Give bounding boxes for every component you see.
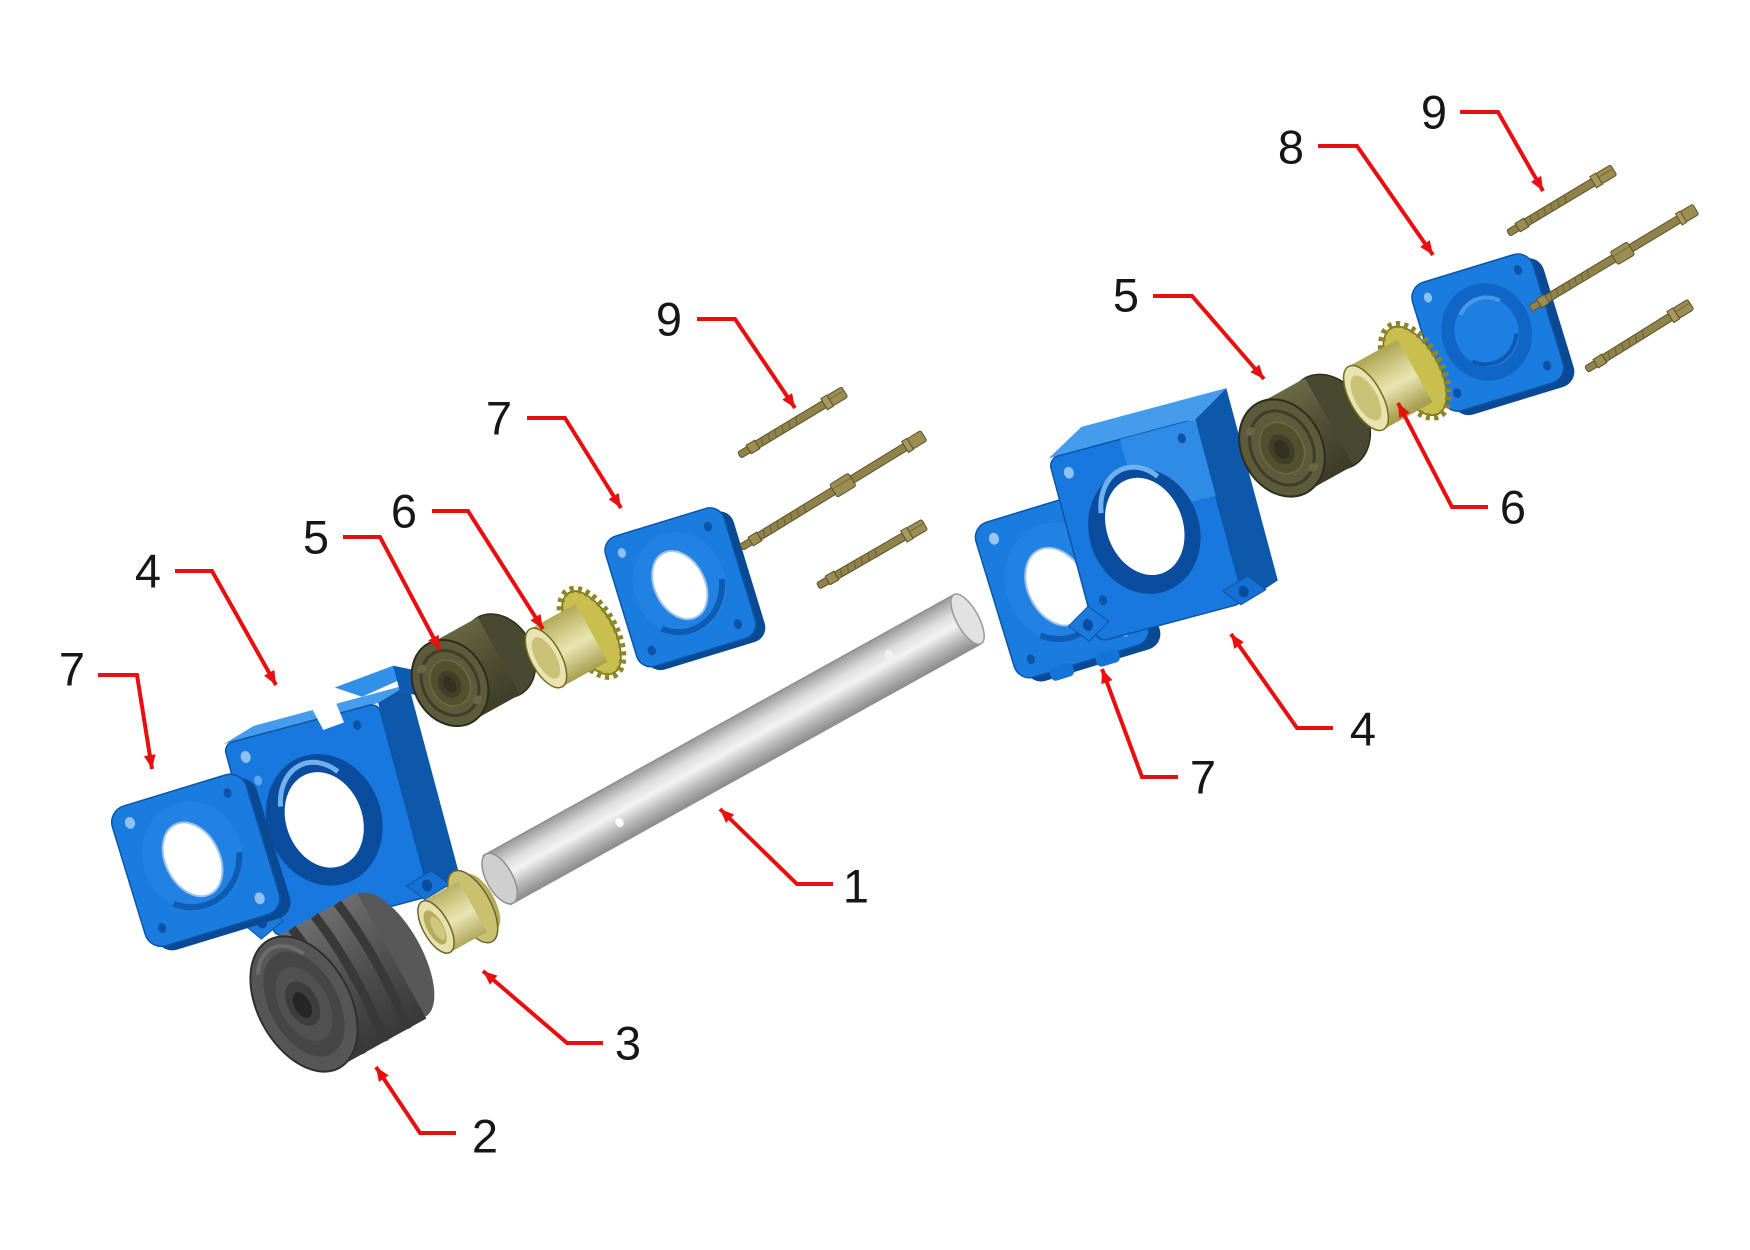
callout-left-housing: 4	[135, 545, 278, 686]
callout-middle-flange: 7	[486, 392, 623, 510]
leader-line	[98, 673, 156, 770]
left-end-flange-details	[124, 788, 265, 934]
leader-line	[175, 569, 278, 686]
shaft-bushing-body	[421, 881, 487, 953]
callout-left-end-flange: 7	[59, 643, 156, 770]
callout-end-cover-flange: 8	[1278, 121, 1435, 257]
shaft-end-far	[950, 593, 985, 645]
right-housing-details	[1063, 433, 1267, 642]
leader-line	[1100, 668, 1178, 779]
leader-line	[374, 1065, 456, 1135]
leader-line	[1229, 632, 1333, 730]
callout-middle-bolts: 9	[656, 293, 797, 410]
shaft-details	[615, 649, 894, 828]
end-cover-flange	[1411, 253, 1575, 416]
callout-label: 4	[1350, 703, 1376, 756]
right-housing	[1048, 388, 1278, 642]
middle-knurl-face	[524, 627, 568, 689]
bolt	[1526, 202, 1701, 316]
callout-left-bearing: 5	[303, 511, 442, 651]
right-knurl-face	[1342, 364, 1390, 432]
leader-line	[1318, 144, 1435, 257]
leader-line	[718, 807, 833, 886]
middle-flange	[604, 507, 766, 671]
callout-label: 4	[135, 545, 161, 598]
left-end-flange	[110, 773, 291, 951]
callout-right-housing: 4	[1229, 632, 1376, 756]
leader-line	[1396, 402, 1488, 509]
pulley-face	[249, 935, 359, 1073]
middle-knurl-body	[530, 603, 608, 687]
callout-label: 6	[391, 485, 417, 538]
leader-line	[481, 969, 603, 1045]
shaft	[481, 593, 985, 906]
middle-knurled-bushing	[524, 585, 627, 689]
right-knurled-bushing	[1342, 320, 1453, 432]
callout-label: 3	[615, 1017, 641, 1070]
callout-pulley: 2	[374, 1065, 498, 1163]
callout-right-knurled-bushing: 6	[1396, 402, 1526, 534]
end-cover-flange-details	[1423, 265, 1552, 399]
bolt	[1582, 298, 1695, 376]
callout-middle-knurled-bushing: 6	[391, 485, 545, 631]
callout-shaft: 1	[718, 807, 869, 913]
callout-label: 7	[1190, 751, 1216, 804]
leader-line	[527, 416, 623, 510]
leader-line	[1153, 294, 1266, 381]
shaft-bushing	[417, 869, 501, 954]
bolt	[735, 385, 849, 462]
right-bearing-face	[1238, 398, 1326, 498]
leader-line	[343, 535, 442, 651]
callout-label: 8	[1278, 121, 1304, 174]
middle-bolts	[735, 385, 929, 593]
leader-line	[1460, 110, 1545, 192]
callout-label: 5	[303, 511, 329, 564]
pulley	[249, 892, 435, 1073]
callout-label: 6	[1500, 481, 1526, 534]
callout-label: 2	[472, 1110, 498, 1163]
left-bearing	[410, 613, 537, 728]
right-bearing	[1238, 373, 1372, 498]
right-housing-bore	[1088, 464, 1201, 594]
right-knurl-body	[1348, 339, 1433, 430]
callout-label: 9	[656, 293, 682, 346]
shaft-bushing-face	[417, 900, 455, 954]
callout-label: 7	[59, 643, 85, 696]
callout-label: 9	[1421, 86, 1447, 139]
bolt	[814, 518, 929, 593]
callout-right-flange: 7	[1100, 668, 1216, 804]
callout-right-bearing: 5	[1113, 269, 1266, 381]
callout-shaft-bushing: 3	[481, 969, 641, 1070]
left-bearing-face	[410, 638, 490, 728]
left-housing-bore	[265, 754, 383, 886]
callout-label: 5	[1113, 269, 1139, 322]
bolt	[1504, 163, 1618, 240]
callout-label: 7	[486, 392, 512, 445]
leader-line	[432, 509, 545, 631]
callout-label: 1	[843, 860, 869, 913]
callout-top-right-bolts: 9	[1421, 86, 1545, 192]
leader-line	[697, 317, 797, 410]
middle-flange-details	[617, 521, 742, 656]
shaft-end-near	[481, 852, 519, 905]
